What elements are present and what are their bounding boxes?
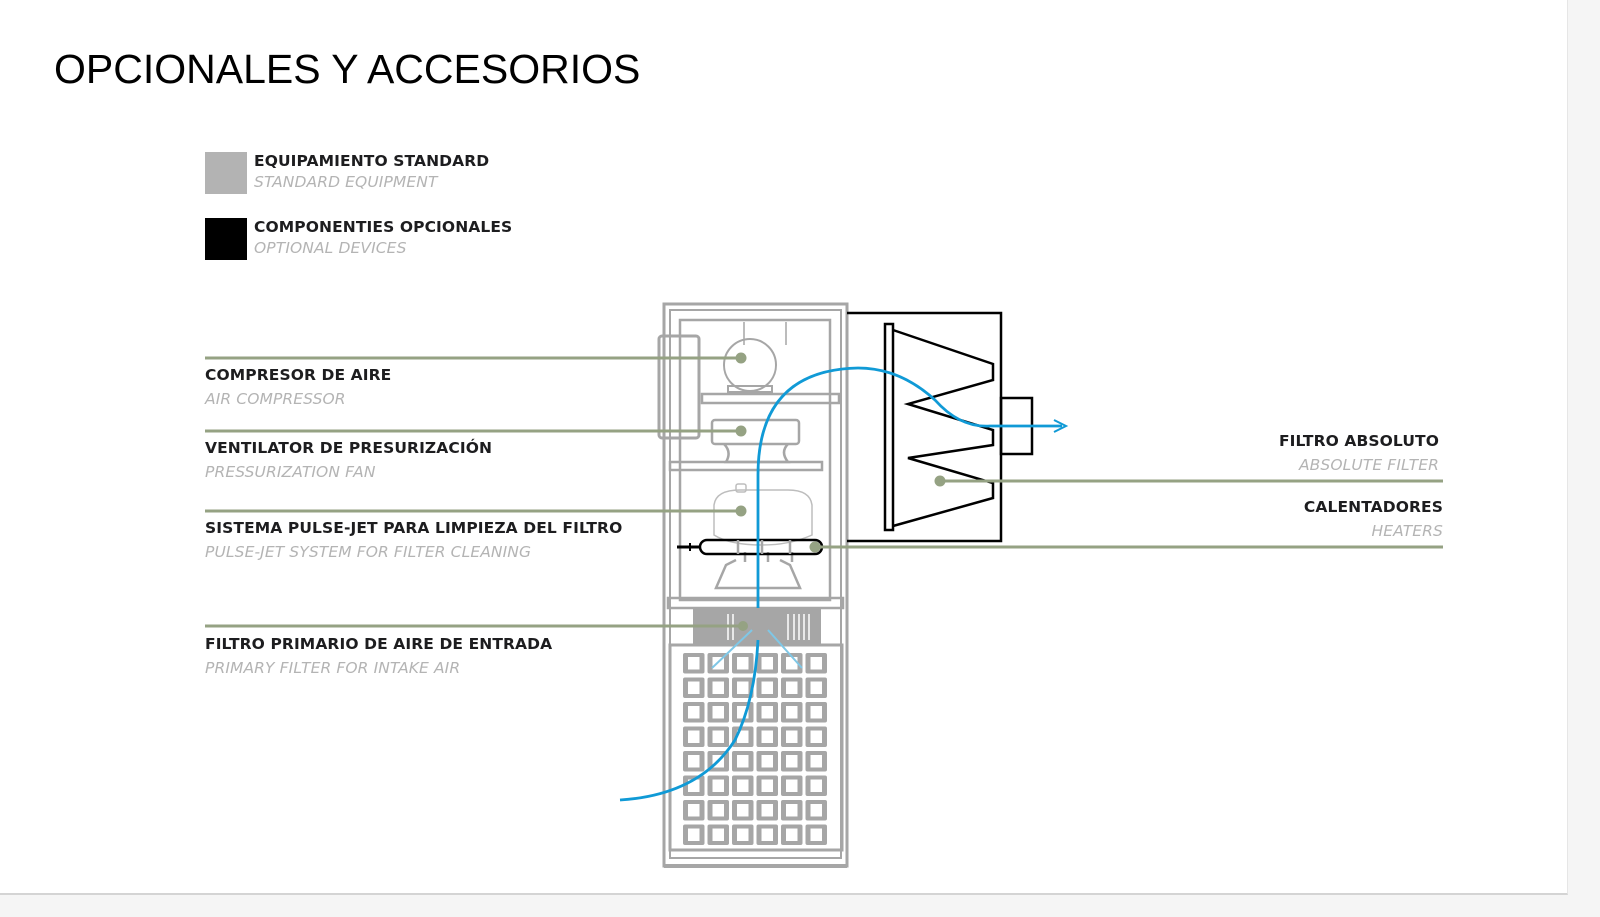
grille-cell-opening: [761, 730, 773, 743]
grille-cell-opening: [786, 779, 798, 792]
pulse-jet-tank: [713, 483, 813, 546]
grille-cell-opening: [712, 804, 724, 817]
label-es: COMPRESOR DE AIRE: [205, 366, 392, 384]
cabinet: [657, 302, 849, 868]
grille-cell-opening: [761, 755, 773, 768]
grille-cell-opening: [688, 804, 700, 817]
grille-cell-opening: [688, 730, 700, 743]
label-en: PRIMARY FILTER FOR INTAKE AIR: [205, 659, 461, 677]
leader-heaters: [809, 541, 1443, 553]
intake-grille: [668, 643, 844, 852]
grille-cell-opening: [786, 828, 798, 841]
legend-label-es: COMPONENTIES OPCIONALES: [254, 218, 513, 236]
airflow-path: [619, 366, 1069, 802]
grille-cell-opening: [810, 657, 822, 670]
grille-cell-opening: [761, 706, 773, 719]
leader-absolute-filter: [934, 475, 1443, 487]
grille-cell-opening: [737, 730, 749, 743]
grille-cell-opening: [786, 730, 798, 743]
grille-cell-opening: [761, 804, 773, 817]
grille-cell-opening: [688, 779, 700, 792]
grille-cell-opening: [810, 779, 822, 792]
leader-lines: [205, 352, 1443, 631]
grille-cell-opening: [688, 755, 700, 768]
legend-label-en: OPTIONAL DEVICES: [254, 239, 407, 257]
legend-label-en: STANDARD EQUIPMENT: [254, 173, 438, 191]
label-es: FILTRO ABSOLUTO: [1278, 432, 1439, 450]
label-es: CALENTADORES: [1303, 498, 1443, 516]
grille-cell-opening: [737, 804, 749, 817]
grille-cell-opening: [688, 681, 700, 694]
grille-cell-opening: [761, 657, 773, 670]
label-en: HEATERS: [1371, 522, 1443, 540]
label-en: PRESSURIZATION FAN: [205, 463, 376, 481]
grille-cell-opening: [712, 779, 724, 792]
grille-cell-opening: [712, 706, 724, 719]
grille-cell-opening: [810, 706, 822, 719]
pressurization-fan: [668, 418, 824, 472]
grille-cell-opening: [810, 681, 822, 694]
grille-cell-opening: [688, 706, 700, 719]
grille-cell-opening: [786, 804, 798, 817]
grille-cell-opening: [761, 681, 773, 694]
leader-primary-filter: [205, 621, 748, 631]
grille-cell-opening: [737, 755, 749, 768]
grille-cell-opening: [712, 730, 724, 743]
grille-cell-opening: [786, 657, 798, 670]
leader-pressurization-fan: [205, 425, 747, 437]
grille-cell-opening: [761, 779, 773, 792]
grille-cell-opening: [737, 828, 749, 841]
grille-cell-opening: [688, 828, 700, 841]
slide: OPCIONALES Y ACCESORIOS EQUIPAMIENTO STA…: [0, 0, 1568, 895]
leader-pulse-jet: [205, 505, 747, 517]
label-es: VENTILATOR DE PRESURIZACIÓN: [205, 439, 493, 457]
grille-cell-opening: [737, 681, 749, 694]
grille-cell-opening: [712, 681, 724, 694]
label-es: FILTRO PRIMARIO DE AIRE DE ENTRADA: [205, 635, 553, 653]
grille-cell-opening: [786, 755, 798, 768]
grille-cell-opening: [786, 706, 798, 719]
grille-cell-opening: [786, 681, 798, 694]
grille-cell-opening: [737, 706, 749, 719]
grille-cell-opening: [688, 657, 700, 670]
legend-swatch-optional: [205, 218, 247, 260]
grille-cell-opening: [712, 828, 724, 841]
label-en: PULSE-JET SYSTEM FOR FILTER CLEANING: [205, 543, 532, 561]
page-title: OPCIONALES Y ACCESORIOS: [54, 46, 641, 92]
heater: [677, 538, 824, 556]
grille-cell-opening: [761, 828, 773, 841]
label-es: SISTEMA PULSE-JET PARA LIMPIEZA DEL FILT…: [205, 519, 623, 537]
label-en: AIR COMPRESSOR: [205, 390, 346, 408]
grille-cell-opening: [810, 730, 822, 743]
grille-cell-opening: [810, 828, 822, 841]
grille-cell-opening: [810, 804, 822, 817]
air-compressor: [700, 322, 841, 405]
legend-swatch-standard: [205, 152, 247, 194]
leader-air-compressor: [205, 352, 747, 364]
grille-cell-opening: [737, 657, 749, 670]
legend-label-es: EQUIPAMIENTO STANDARD: [254, 152, 490, 170]
equipment-diagram: [205, 302, 1443, 868]
grille-cell-opening: [737, 779, 749, 792]
label-en: ABSOLUTE FILTER: [1298, 456, 1439, 474]
grille-cell-opening: [810, 755, 822, 768]
